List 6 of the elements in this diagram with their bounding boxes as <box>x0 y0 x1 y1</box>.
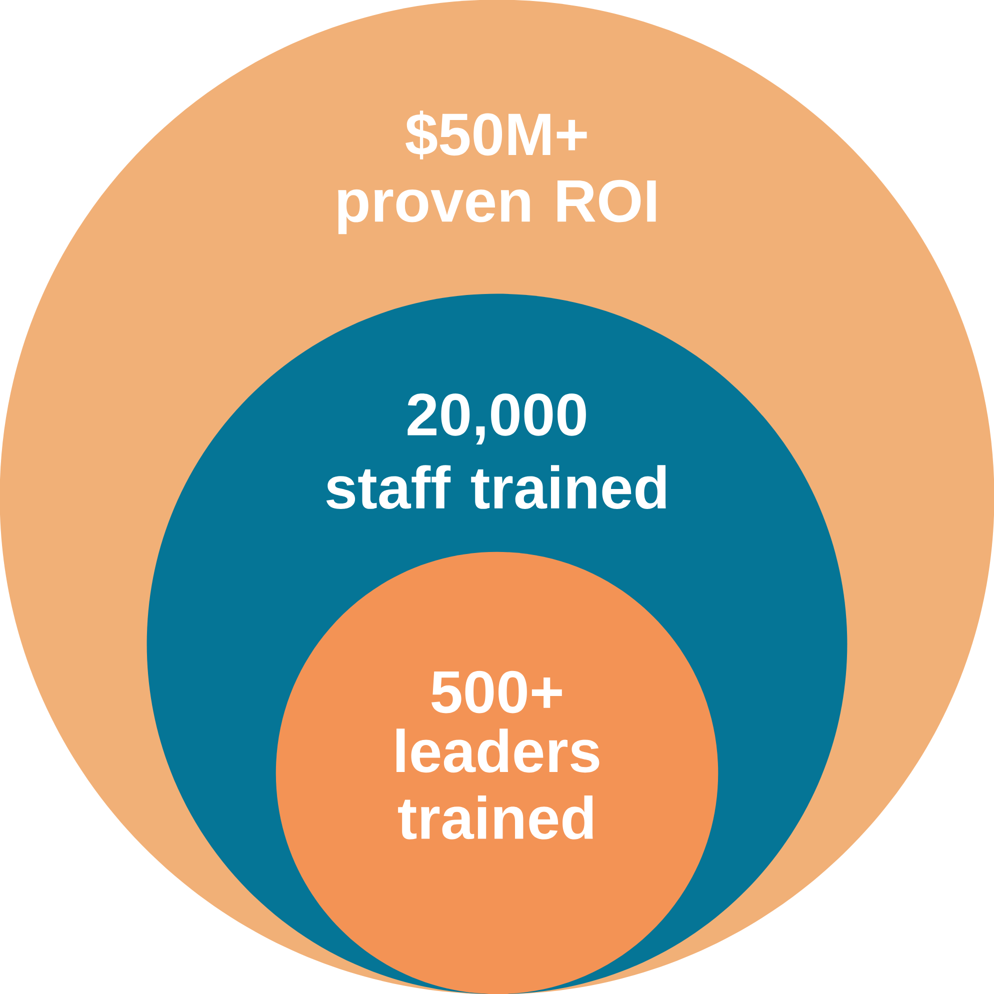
stat-label: staff trained <box>326 465 666 509</box>
stat-number: $50M+ <box>406 110 587 160</box>
stat-label: leaders trained <box>396 728 600 840</box>
stat-number: 20,000 <box>408 394 586 445</box>
stat-number: 500+ <box>432 670 562 714</box>
stat-label: proven ROI <box>338 180 656 234</box>
